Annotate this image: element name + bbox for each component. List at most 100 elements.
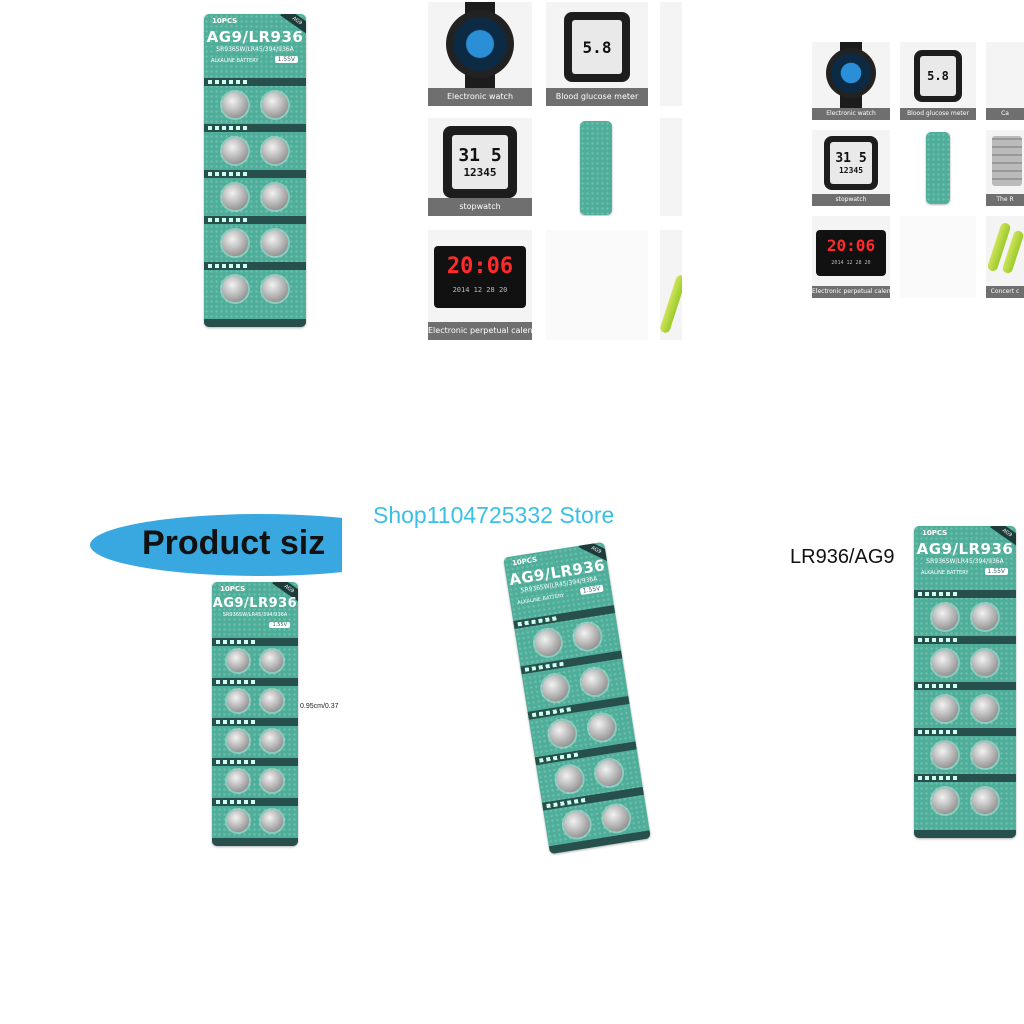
card-model: AG9/LR936	[916, 540, 1014, 558]
tile-empty	[546, 230, 648, 340]
tile-concert-sticks-partial[interactable]	[660, 230, 682, 340]
small-tile-battery-card[interactable]	[900, 130, 976, 206]
small-tile-electronic-perpetual-calendar[interactable]: 20:06 2014 12 28 20 Electronic perpetual…	[812, 216, 890, 298]
coin-cell	[227, 690, 250, 712]
coin-cell	[932, 788, 959, 814]
coin-cell	[227, 810, 250, 832]
banner-text: Product siz	[142, 524, 326, 562]
battery-card-top-left[interactable]: 10PCS AG9 AG9/LR936 SR936SW/LR45/394/936…	[204, 14, 306, 327]
glucose-screen: 5.8	[919, 56, 957, 96]
coin-cell	[227, 650, 250, 672]
small-tile-concert[interactable]: Concert c	[986, 216, 1024, 298]
clock-time: 20:06	[826, 236, 876, 255]
small-tile-blood-glucose-meter[interactable]: 5.8 Blood glucose meter	[900, 42, 976, 120]
coin-cell	[971, 604, 998, 630]
card-footer	[914, 830, 1016, 838]
coin-cell	[932, 650, 959, 676]
coin-cell	[971, 650, 998, 676]
small-tile-partial-r[interactable]: The R	[986, 130, 1024, 206]
row-strip	[204, 262, 306, 270]
coin-cell	[601, 803, 631, 834]
tile-caption: Electronic watch	[812, 108, 890, 120]
battery-row	[204, 78, 306, 124]
card-voltage: 1.55V	[269, 622, 290, 628]
coin-cell	[261, 138, 288, 164]
coin-cell	[260, 730, 283, 752]
row-strip	[914, 728, 1016, 736]
small-tile-stopwatch[interactable]: 31 5 12345 stopwatch	[812, 130, 890, 206]
product-size-banner: Product siz	[90, 514, 342, 576]
stopwatch-icon: 31 5 12345	[824, 136, 878, 190]
coin-cell	[971, 696, 998, 722]
tile-partial-right[interactable]	[660, 118, 682, 216]
coin-cell	[222, 138, 249, 164]
small-tile-partial-ca[interactable]: Ca	[986, 42, 1024, 120]
battery-card-right[interactable]: 10PCS AG9 AG9/LR936 SR936SW/LR45/394/936…	[914, 526, 1016, 838]
card-pack-count: 10PCS	[511, 555, 538, 568]
stopwatch-top-reading: 31 5	[458, 144, 502, 166]
card-pattern	[580, 121, 612, 215]
tile-caption: Blood glucose meter	[546, 88, 648, 106]
coin-cell	[932, 742, 959, 768]
tile-partial-right[interactable]	[660, 2, 682, 106]
coin-cell	[260, 650, 283, 672]
coin-cell	[222, 92, 249, 118]
coin-cell	[932, 696, 959, 722]
small-tile-empty	[900, 216, 976, 298]
card-alkaline-label: ALKALINE BATTERY	[516, 592, 565, 607]
card-subtitle: SR936SW/LR45/394/936A	[222, 612, 288, 618]
glow-stick-icon	[660, 273, 682, 335]
card-pattern	[926, 132, 950, 204]
battery-row	[914, 774, 1016, 820]
row-strip	[204, 124, 306, 132]
card-voltage: 1.55V	[579, 584, 604, 596]
tile-blood-glucose-meter[interactable]: 5.8 Blood glucose meter	[546, 2, 648, 106]
tile-electronic-watch[interactable]: Electronic watch	[428, 2, 532, 106]
model-label: LR936/AG9	[790, 546, 895, 568]
store-name[interactable]: Shop1104725332 Store	[373, 502, 615, 528]
tile-electronic-perpetual-calendar[interactable]: 20:06 2014 12 28 20 Electronic perpetual…	[428, 230, 532, 340]
tile-caption: Electronic watch	[428, 88, 532, 106]
mini-battery-card	[580, 121, 612, 215]
glucose-reading: 5.8	[582, 37, 612, 57]
coin-cell	[260, 770, 283, 792]
row-strip	[914, 590, 1016, 598]
coin-cell	[572, 621, 603, 652]
tilted-card-panel: 10PCS AG9 AG9/LR936 SR936SW/LR45/394/936…	[460, 530, 682, 860]
calendar-clock-icon: 20:06 2014 12 28 20	[816, 230, 886, 276]
card-model: AG9/LR936	[212, 596, 298, 611]
applications-panel-small: Electronic watch 5.8 Blood glucose meter…	[812, 42, 1024, 298]
battery-card-size[interactable]: 10PCS AG9 AG9/LR936 SR936SW/LR45/394/936…	[212, 582, 298, 846]
row-strip	[204, 78, 306, 86]
card-pack-count: 10PCS	[212, 17, 238, 25]
coin-cell	[222, 184, 249, 210]
battery-card-tilted[interactable]: 10PCS AG9 AG9/LR936 SR936SW/LR45/394/936…	[503, 541, 651, 855]
coin-cell	[971, 742, 998, 768]
row-strip	[204, 170, 306, 178]
tile-stopwatch[interactable]: 31 5 12345 stopwatch	[428, 118, 532, 216]
clock-date: 2014 12 28 20	[831, 260, 871, 266]
card-battery-rows	[204, 78, 306, 308]
card-pack-count: 10PCS	[220, 585, 246, 593]
card-footer	[212, 838, 298, 846]
row-strip	[914, 636, 1016, 644]
coin-cell	[593, 758, 624, 788]
row-strip	[212, 678, 298, 686]
tile-battery-card[interactable]	[546, 118, 648, 216]
product-size-panel: Product siz 10PCS AG9 AG9/LR936 SR936SW/…	[0, 500, 342, 860]
tile-caption: Concert c	[986, 286, 1024, 298]
clock-time: 20:06	[446, 254, 514, 279]
card-battery-rows	[212, 638, 298, 838]
glucose-meter-icon: 5.8	[564, 12, 630, 82]
coin-cell	[586, 712, 617, 743]
row-strip	[212, 638, 298, 646]
coin-cell	[932, 604, 959, 630]
calculator-icon	[992, 136, 1022, 186]
stopwatch-screen: 31 5 12345	[451, 134, 509, 190]
small-tile-electronic-watch[interactable]: Electronic watch	[812, 42, 890, 120]
coin-cell	[533, 627, 564, 658]
coin-cell	[222, 276, 249, 302]
tile-caption: Blood glucose meter	[900, 108, 976, 120]
coin-cell	[261, 92, 288, 118]
row-strip	[914, 774, 1016, 782]
